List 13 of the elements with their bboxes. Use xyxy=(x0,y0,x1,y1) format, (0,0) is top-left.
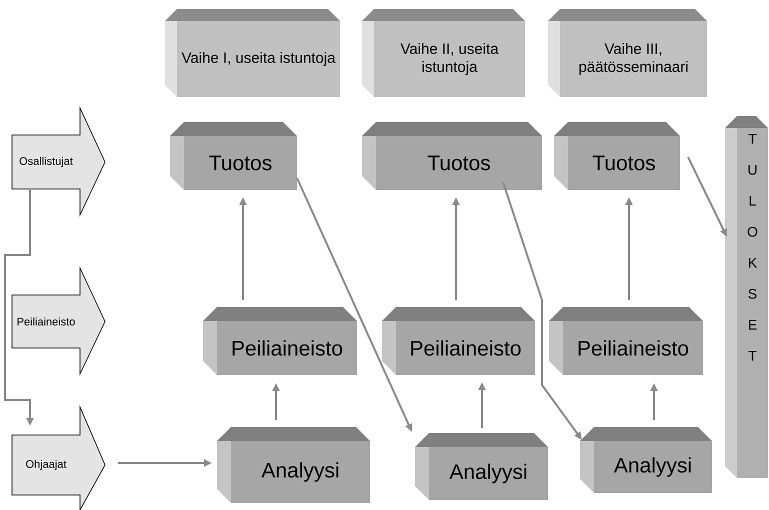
process-box: Peiliaineisto xyxy=(203,307,357,375)
stage-box: Vaihe III, päätösseminaari xyxy=(548,9,707,97)
stage-box: Vaihe I, useita istuntoja xyxy=(165,9,340,97)
process-box: Analyysi xyxy=(415,433,548,500)
stage-box: Vaihe II, useita istuntoja xyxy=(362,9,525,97)
process-box: Analyysi xyxy=(580,427,712,493)
process-box: Peiliaineisto xyxy=(549,307,703,375)
results-bar: T U L O K S E T xyxy=(725,116,768,478)
process-box: Tuotos xyxy=(554,122,680,190)
process-box: Analyysi xyxy=(217,427,370,503)
process-box: Tuotos xyxy=(170,122,297,190)
process-box: Tuotos xyxy=(362,122,542,190)
process-box: Peiliaineisto xyxy=(382,307,535,375)
